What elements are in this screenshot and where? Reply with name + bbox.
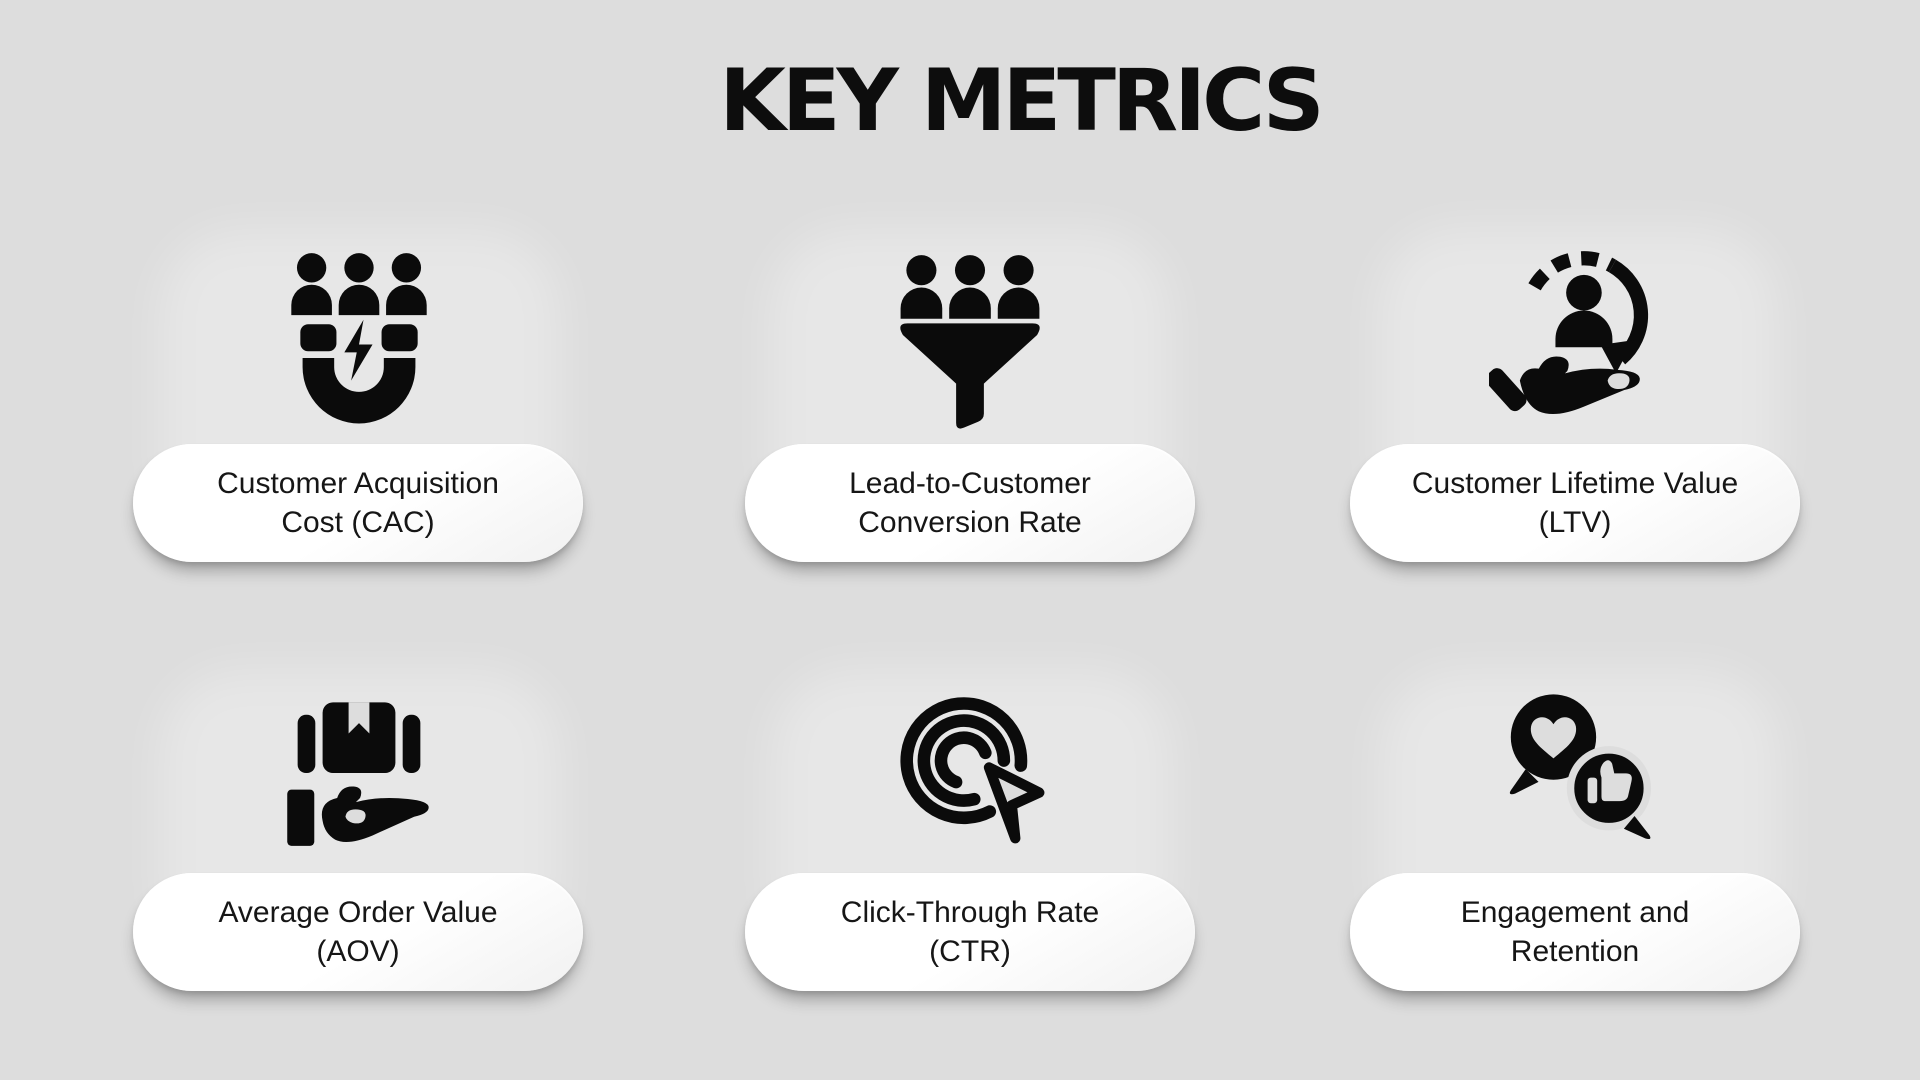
heart-thumbsup-bubbles-icon [1509, 694, 1652, 840]
hand-holding-package-icon [287, 702, 429, 846]
metric-label: Engagement and [1460, 896, 1690, 929]
metric-label: Click-Through Rate [840, 896, 1100, 929]
customer-lifetime-loop-hand-icon [1489, 251, 1649, 415]
metric-card-engagement-retention: Engagement and Retention [1350, 873, 1800, 991]
metric-card-cac: Customer Acquisition Cost (CAC) [133, 444, 583, 562]
lead-funnel-icon [900, 255, 1040, 429]
metric-label: (CTR) [929, 935, 1011, 968]
metric-card-ctr: Click-Through Rate (CTR) [745, 873, 1195, 991]
metric-label: Cost (CAC) [281, 506, 435, 539]
metric-card-ltv: Customer Lifetime Value (LTV) [1350, 444, 1800, 562]
metric-label: (AOV) [316, 935, 400, 968]
metric-label: Customer Lifetime Value [1411, 467, 1739, 500]
metric-card-aov: Average Order Value (AOV) [133, 873, 583, 991]
metric-label: Lead-to-Customer [849, 467, 1091, 500]
metric-label: Average Order Value [218, 896, 498, 929]
click-target-cursor-icon [900, 697, 1045, 844]
page-title: KEY METRICS [719, 51, 1324, 151]
metric-label: Retention [1510, 935, 1640, 968]
metric-label: Conversion Rate [858, 506, 1082, 539]
magnet-attract-customers-icon [291, 253, 427, 424]
metric-card-conversion-rate: Lead-to-Customer Conversion Rate [745, 444, 1195, 562]
metric-label: (LTV) [1538, 506, 1612, 539]
metric-label: Customer Acquisition [217, 467, 499, 500]
